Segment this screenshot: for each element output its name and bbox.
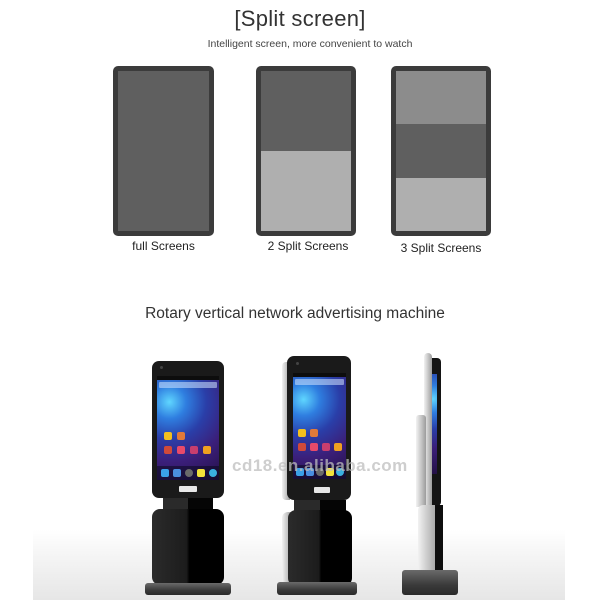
browser-icon bbox=[336, 468, 344, 476]
phone-icon bbox=[161, 469, 169, 477]
app-icon bbox=[322, 443, 330, 451]
two-split-diagram bbox=[256, 66, 356, 236]
search-bar bbox=[159, 382, 217, 388]
app-icon bbox=[190, 446, 198, 454]
app-icon bbox=[164, 432, 172, 440]
kiosk-body-side bbox=[418, 505, 438, 589]
app-icon bbox=[310, 443, 318, 451]
status-bar bbox=[157, 376, 219, 380]
kiosk-rear-panel bbox=[416, 415, 426, 507]
kiosk-screen bbox=[293, 373, 346, 479]
messages-icon bbox=[326, 468, 334, 476]
status-bar bbox=[293, 373, 346, 377]
kiosk-body bbox=[152, 509, 224, 585]
app-icon bbox=[203, 446, 211, 454]
kiosk-neck bbox=[163, 498, 213, 510]
kiosk-base bbox=[402, 570, 458, 595]
kiosk-body bbox=[288, 510, 352, 586]
app-icon bbox=[298, 443, 306, 451]
kiosk-neck bbox=[294, 500, 346, 512]
full-screen-label: full Screens bbox=[132, 239, 195, 253]
kiosk-head-side bbox=[424, 353, 432, 505]
app-icon bbox=[177, 446, 185, 454]
kiosk-body-side bbox=[282, 512, 292, 586]
apps-icon bbox=[185, 469, 193, 477]
camera-icon bbox=[160, 366, 163, 369]
brand-logo bbox=[179, 486, 197, 492]
app-icon bbox=[177, 432, 185, 440]
three-split-diagram bbox=[391, 66, 491, 236]
kiosk-base bbox=[277, 582, 357, 595]
apps-icon bbox=[316, 468, 324, 476]
phone-icon bbox=[296, 468, 304, 476]
page-subtitle: Intelligent screen, more convenient to w… bbox=[207, 38, 413, 50]
screen-segment bbox=[118, 71, 209, 231]
app-dock bbox=[157, 466, 219, 480]
messages-icon bbox=[197, 469, 205, 477]
contacts-icon bbox=[173, 469, 181, 477]
page-title: [Split screen] bbox=[234, 6, 366, 31]
screen-segment-top bbox=[396, 71, 486, 125]
brand-logo bbox=[314, 487, 330, 493]
three-split-label: 3 Split Screens bbox=[400, 241, 482, 255]
camera-icon bbox=[296, 362, 299, 365]
kiosk-side-edge bbox=[282, 362, 290, 500]
section-title: Rotary vertical network advertising mach… bbox=[145, 305, 445, 322]
screen-segment-bottom bbox=[396, 177, 486, 231]
screen-segment-bottom bbox=[261, 151, 351, 231]
app-icon bbox=[310, 429, 318, 437]
app-dock bbox=[293, 465, 346, 479]
app-icon bbox=[164, 446, 172, 454]
kiosk-screen bbox=[157, 376, 219, 480]
watermark-text: cd18.en.alibaba.com bbox=[232, 456, 408, 475]
browser-icon bbox=[209, 469, 217, 477]
screen-segment-middle bbox=[396, 124, 486, 178]
screen-segment-top bbox=[261, 71, 351, 151]
app-icon bbox=[298, 429, 306, 437]
contacts-icon bbox=[306, 468, 314, 476]
kiosk-base bbox=[145, 583, 231, 595]
kiosk-body-front bbox=[435, 505, 443, 589]
app-icon bbox=[334, 443, 342, 451]
full-screen-diagram bbox=[113, 66, 214, 236]
two-split-label: 2 Split Screens bbox=[267, 239, 349, 253]
kiosk-screen-edge bbox=[432, 374, 437, 474]
search-bar bbox=[295, 379, 344, 385]
